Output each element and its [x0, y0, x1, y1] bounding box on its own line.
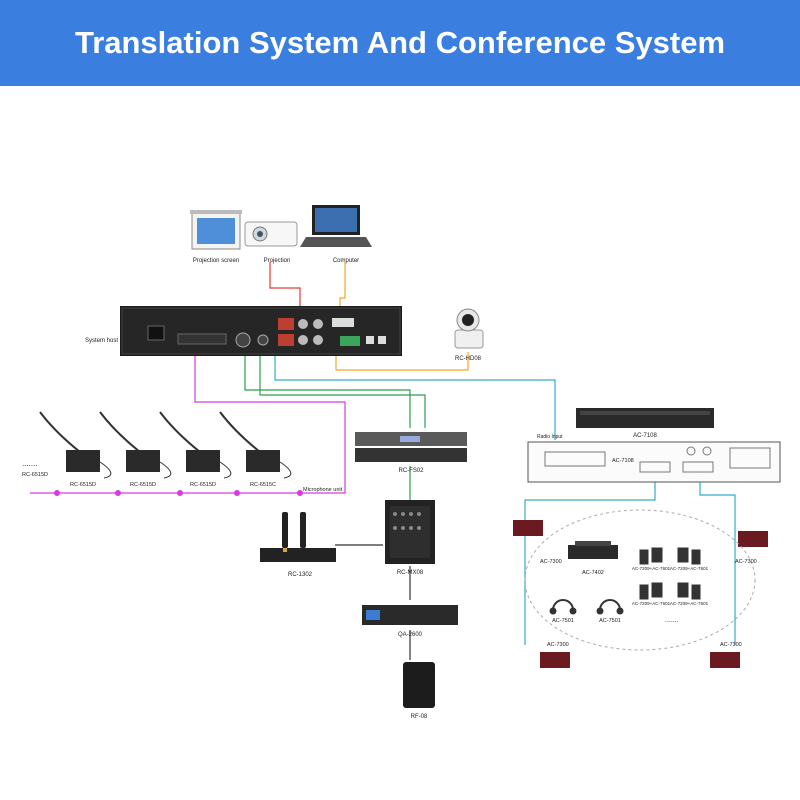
receiver-set-label-1: AC-7209+AC-7601: [670, 566, 709, 571]
chairman-unit-label: RC-6515C: [250, 482, 276, 488]
header-bar: [0, 0, 800, 86]
mixer-device: [385, 500, 435, 564]
mixer-label: RC-MX08: [397, 570, 424, 576]
delegate-unit-2: [99, 411, 172, 479]
delegate-unit-3: [159, 411, 232, 479]
chairman-unit: [219, 411, 292, 479]
radiator-label-0: AC-7300: [540, 559, 562, 565]
receiver-devices: [549, 547, 701, 615]
coverage-area: [524, 509, 756, 651]
transmitter-link-line: [274, 355, 556, 440]
receiver-set-label-3: AC-7209+AC-7601: [670, 601, 709, 606]
delegate-unit-label-1: RC-6515D: [70, 482, 96, 488]
processor-link-line-b: [259, 352, 426, 428]
radiator-label-3: AC-7300: [720, 642, 742, 648]
delegate-unit-label-0: RC-6515D: [22, 472, 48, 478]
interpreter-unit-label: AC-7402: [582, 570, 604, 576]
speaker-device: [403, 662, 435, 708]
camera-label: RC-HD08: [455, 356, 482, 362]
delegate-unit-label-3: RC-6515D: [190, 482, 216, 488]
radiator-link-line-a: [699, 460, 736, 645]
projector-device: [244, 221, 298, 247]
projector-label: Projection: [264, 258, 291, 264]
projection-screen-device: [190, 210, 242, 250]
interpreter-unit-device: [568, 541, 618, 559]
radiator-label-2: AC-7300: [547, 642, 569, 648]
amplifier-device: [362, 605, 458, 625]
processor-link-line-a: [244, 352, 411, 428]
radiator-panels: [513, 520, 768, 668]
microphone-unit-label: Microphone unit: [303, 487, 343, 493]
processor-device: [355, 432, 467, 462]
transmitter-panel-heading: Radio Input: [537, 434, 563, 440]
receiver-label-0: AC-7501: [552, 618, 574, 624]
receiver-set-label-2: AC-7209+AC-7601: [632, 601, 671, 606]
transmitter-panel-model-label: AC-7108: [612, 458, 634, 464]
radiator-label-1: AC-7300: [735, 559, 757, 565]
receiver-ellipsis: .......: [665, 617, 679, 624]
projector-link-line: [269, 262, 301, 318]
processor-label: RC-FS02: [398, 468, 424, 474]
receiver-label-1: AC-7501: [599, 618, 621, 624]
transmitter-label: AC-7108: [633, 433, 657, 439]
wireless-mic-device: [260, 512, 336, 562]
receiver-set-label-0: AC-7209+AC-7601: [632, 566, 671, 571]
system-host-device: [120, 306, 402, 356]
mic-ellipsis: .......: [22, 459, 38, 468]
camera-device: [454, 308, 484, 349]
computer-label: Computer: [333, 258, 359, 264]
transmitter-back-panel: [527, 441, 781, 483]
delegate-unit-label-2: RC-6515D: [130, 482, 156, 488]
amplifier-label: QA-2600: [398, 632, 423, 638]
speaker-label: RF-08: [411, 714, 428, 720]
transmitter-device: [576, 408, 714, 428]
system-host-label: System host: [85, 338, 118, 344]
projection-screen-label: Projection screen: [193, 258, 239, 264]
camera-link-line: [335, 352, 469, 371]
mic-link-dots: [54, 490, 303, 496]
wireless-mic-label: RC-1302: [288, 572, 313, 578]
computer-device: [300, 205, 372, 247]
delegate-unit-1: [39, 411, 112, 479]
page-title: Translation System And Conference System: [74, 25, 726, 60]
